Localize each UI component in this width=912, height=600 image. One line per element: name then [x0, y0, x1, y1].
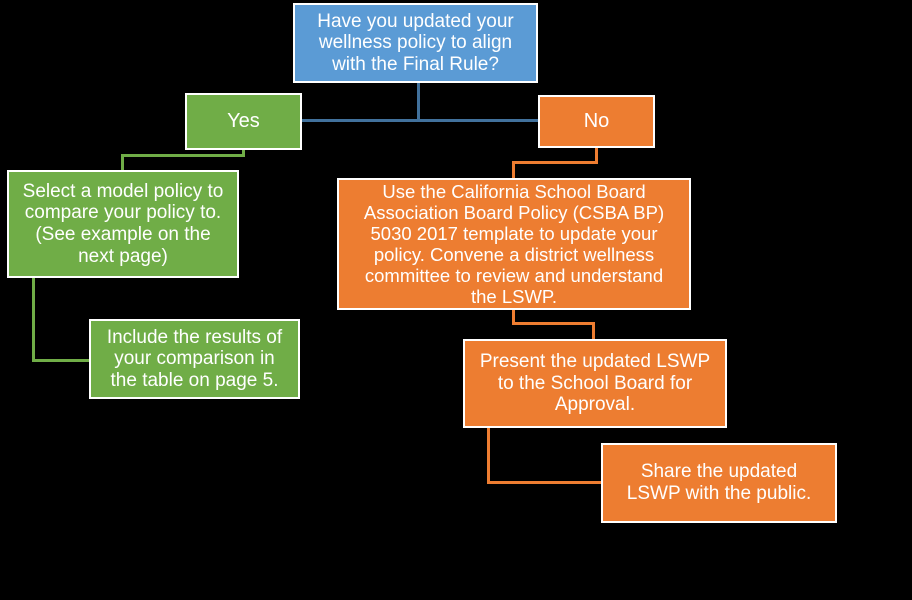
connector-no-elbow-across: [512, 161, 598, 164]
connector-question-stem: [417, 82, 420, 122]
connector-question-branch-bar: [302, 119, 540, 122]
share-lswp-node: Share the updated LSWP with the public.: [601, 443, 837, 523]
present-lswp-node: Present the updated LSWP to the School B…: [463, 339, 727, 428]
connector-yes-elbow-across: [121, 154, 245, 157]
connector-present-elbow-down: [487, 428, 490, 484]
select-model-policy-node: Select a model policy to compare your po…: [7, 170, 239, 278]
connector-template-elbow-into-step: [592, 322, 595, 340]
csba-template-node: Use the California School Board Associat…: [337, 178, 691, 310]
connector-template-elbow-down: [512, 310, 515, 325]
yes-decision-node: Yes: [185, 93, 302, 150]
connector-compare-elbow-down: [32, 278, 35, 362]
connector-compare-elbow-across: [32, 359, 90, 362]
no-decision-node: No: [538, 95, 655, 148]
include-results-node: Include the results of your comparison i…: [89, 319, 300, 399]
connector-no-elbow-into-step: [512, 161, 515, 179]
connector-template-elbow-across: [512, 322, 595, 325]
connector-present-elbow-across: [487, 481, 602, 484]
question-node: Have you updated your wellness policy to…: [293, 3, 538, 83]
connector-no-elbow-down: [595, 148, 598, 164]
connector-yes-elbow-down: [242, 150, 245, 157]
connector-yes-elbow-into-step: [121, 154, 124, 172]
